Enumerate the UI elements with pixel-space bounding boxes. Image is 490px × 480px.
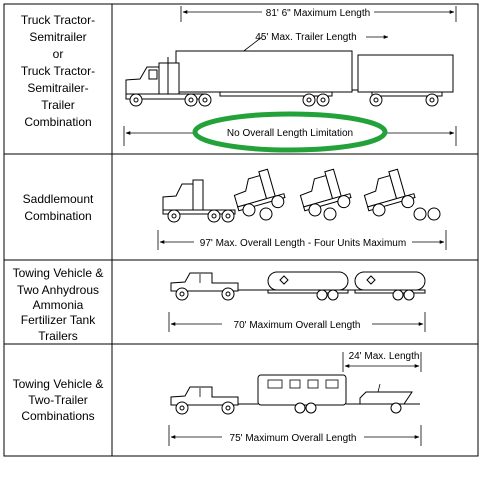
- two-trailer-length-text: 75' Maximum Overall Length: [230, 433, 357, 444]
- short-trailer-dimension: 24' Max. Length: [342, 351, 422, 372]
- overall-length-dimension-row4: 75' Maximum Overall Length: [168, 425, 422, 446]
- max-length-dimension: 81' 6" Maximum Length: [180, 6, 457, 22]
- row1-label-line: Truck Tractor-: [21, 64, 95, 78]
- tractor-semitrailer-trailer-drawing: [125, 50, 454, 107]
- overall-length-dimension-row2: 97' Max. Overall Length - Four Units Max…: [157, 230, 447, 250]
- row-label-1: Truck Tractor- Semitrailer or Truck Trac…: [21, 13, 95, 129]
- max-length-text: 81' 6" Maximum Length: [266, 8, 370, 19]
- trailer-length-text: 45' Max. Trailer Length: [255, 32, 356, 43]
- row1-label-line: Semitrailer-: [27, 81, 88, 95]
- overall-length-dimension-row1: [123, 126, 457, 146]
- row3-label-line: Fertilizer Tank: [21, 313, 96, 327]
- tank-length-text: 70' Maximum Overall Length: [234, 320, 361, 331]
- row3-label-line: Trailers: [38, 329, 78, 343]
- no-length-limit-callout: No Overall Length Limitation: [192, 111, 388, 153]
- short-trailer-text: 24' Max. Length: [349, 351, 420, 362]
- table-grid: [3, 3, 479, 457]
- row-label-2: Saddlemount Combination: [23, 192, 94, 223]
- saddlemount-drawing: [162, 168, 441, 223]
- row4-label-line: Combinations: [21, 409, 94, 423]
- row2-label-line: Combination: [24, 209, 91, 223]
- row1-label-line: Truck Tractor-: [21, 13, 95, 27]
- row-label-3: Towing Vehicle & Two Anhydrous Ammonia F…: [13, 266, 104, 343]
- highlight-ellipse: [192, 111, 388, 153]
- row3-label-line: Ammonia: [33, 298, 84, 312]
- row2-label-line: Saddlemount: [23, 192, 94, 206]
- no-length-limit-text: No Overall Length Limitation: [227, 128, 353, 139]
- row1-label-line: Trailer: [41, 98, 75, 112]
- anhydrous-tank-drawing: [170, 271, 426, 301]
- row3-label-line: Two Anhydrous: [17, 283, 99, 297]
- overall-length-dimension-row3: 70' Maximum Overall Length: [168, 312, 426, 332]
- row4-label-line: Two-Trailer: [28, 393, 88, 407]
- row3-label-line: Towing Vehicle &: [13, 266, 104, 280]
- row-label-4: Towing Vehicle & Two-Trailer Combination…: [13, 377, 104, 423]
- row1-label-line: or: [53, 47, 64, 61]
- two-trailer-drawing: [170, 374, 420, 415]
- row1-label-line: Combination: [24, 115, 91, 129]
- row4-label-line: Towing Vehicle &: [13, 377, 104, 391]
- saddlemount-length-text: 97' Max. Overall Length - Four Units Max…: [200, 238, 406, 249]
- row1-label-line: Semitrailer: [29, 30, 86, 44]
